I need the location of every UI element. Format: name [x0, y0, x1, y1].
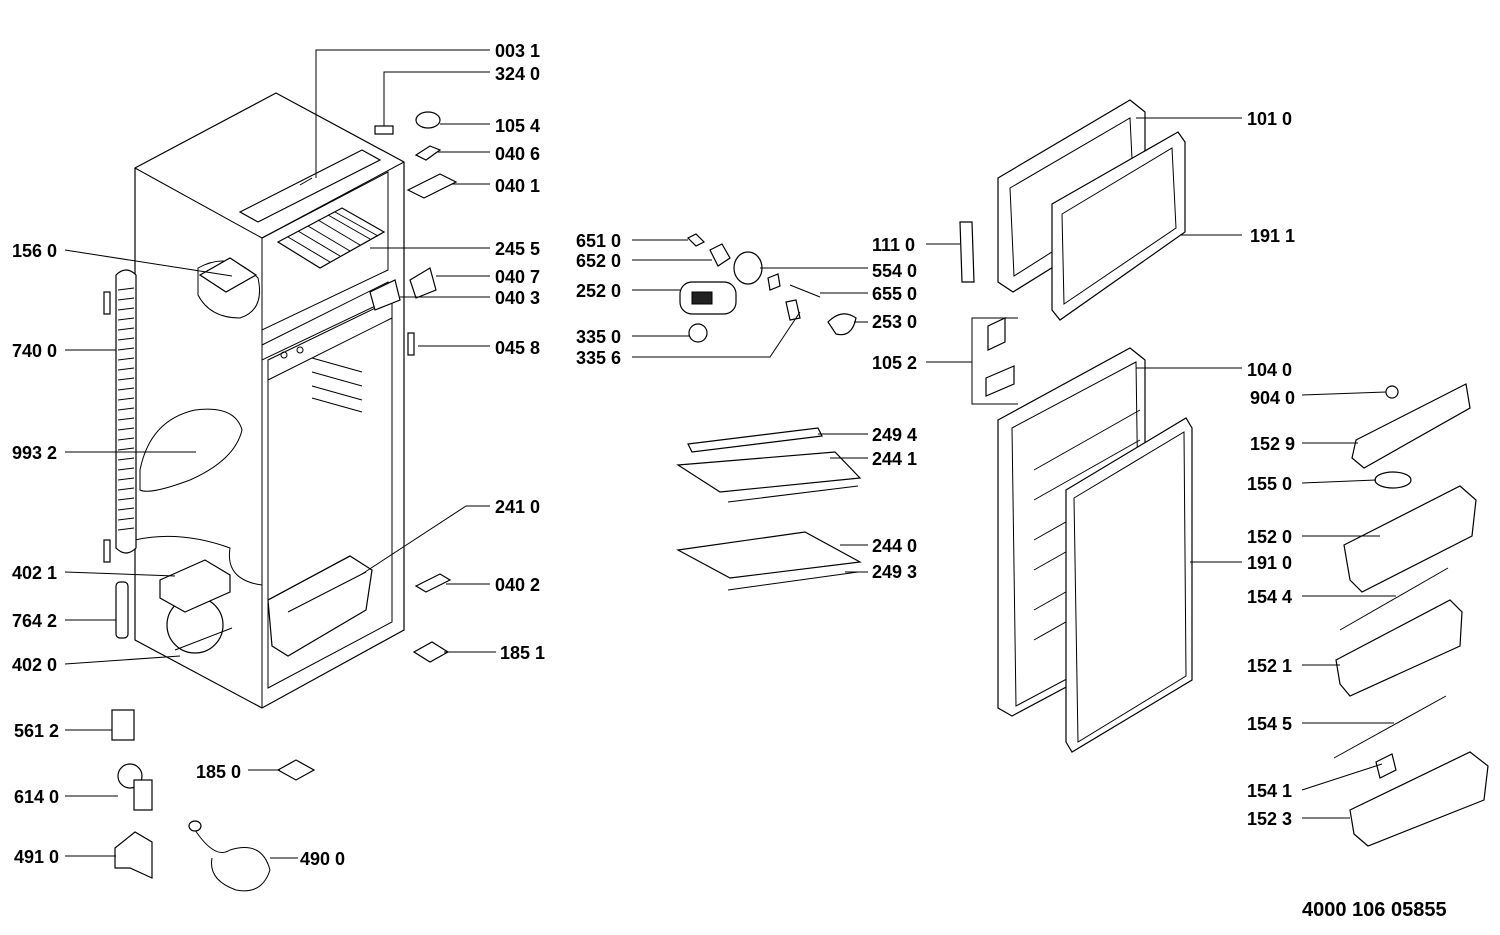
label-904-0: 904 0 [1250, 388, 1295, 408]
label-244-0: 244 0 [872, 536, 917, 556]
label-152-1: 152 1 [1247, 656, 1292, 676]
label-191-0: 191 0 [1247, 553, 1292, 573]
label-154-1: 154 1 [1247, 781, 1292, 801]
label-561-2: 561 2 [14, 721, 59, 741]
label-155-0: 155 0 [1247, 474, 1292, 494]
label-045-8: 045 8 [495, 338, 540, 358]
label-111-0: 111 0 [872, 235, 915, 255]
control-unit-parts [679, 221, 975, 343]
label-324-0: 324 0 [495, 64, 540, 84]
label-241-0: 241 0 [495, 497, 540, 517]
label-655-0: 655 0 [872, 284, 917, 304]
label-740-0: 740 0 [12, 341, 57, 361]
label-490-0: 490 0 [300, 849, 345, 869]
label-152-3: 152 3 [1247, 809, 1292, 829]
label-335-0: 335 0 [576, 327, 621, 347]
door-shelves [1333, 383, 1489, 847]
label-040-1: 040 1 [495, 176, 540, 196]
label-105-4: 105 4 [495, 116, 540, 136]
label-252-0: 252 0 [576, 281, 621, 301]
small-parts-left [111, 111, 458, 892]
label-040-2: 040 2 [495, 575, 540, 595]
label-249-4: 249 4 [872, 425, 917, 445]
label-491-0: 491 0 [14, 847, 59, 867]
label-152-9: 152 9 [1250, 434, 1295, 454]
label-764-2: 764 2 [12, 611, 57, 631]
part-labels: 003 1 324 0 105 4 040 6 040 1 156 0 245 … [12, 41, 1447, 921]
label-993-2: 993 2 [12, 443, 57, 463]
label-003-1: 003 1 [495, 41, 540, 61]
label-040-7: 040 7 [495, 267, 540, 287]
label-104-0: 104 0 [1247, 360, 1292, 380]
label-614-0: 614 0 [14, 787, 59, 807]
label-402-0: 402 0 [12, 655, 57, 675]
glass-shelves [676, 427, 862, 591]
label-651-0: 651 0 [576, 231, 621, 251]
label-105-2: 105 2 [872, 353, 917, 373]
leader-lines [64, 49, 1396, 859]
label-154-4: 154 4 [1247, 587, 1292, 607]
label-335-6: 335 6 [576, 348, 621, 368]
label-040-3: 040 3 [495, 288, 540, 308]
label-245-5: 245 5 [495, 239, 540, 259]
label-040-6: 040 6 [495, 144, 540, 164]
label-191-1: 191 1 [1250, 226, 1295, 246]
label-253-0: 253 0 [872, 312, 917, 332]
drawing-code: 4000 106 05855 [1302, 899, 1447, 921]
label-652-0: 652 0 [576, 251, 621, 271]
label-402-1: 402 1 [12, 563, 57, 583]
label-554-0: 554 0 [872, 261, 917, 281]
label-244-1: 244 1 [872, 449, 917, 469]
label-185-1: 185 1 [500, 643, 545, 663]
label-152-0: 152 0 [1247, 527, 1292, 547]
cabinet [134, 92, 405, 709]
freezer-door [985, 99, 1186, 397]
label-101-0: 101 0 [1247, 109, 1292, 129]
label-156-0: 156 0 [12, 241, 57, 261]
label-249-3: 249 3 [872, 562, 917, 582]
fridge-door [997, 347, 1193, 753]
label-154-5: 154 5 [1247, 714, 1292, 734]
condenser [103, 269, 137, 563]
label-185-0: 185 0 [196, 762, 241, 782]
